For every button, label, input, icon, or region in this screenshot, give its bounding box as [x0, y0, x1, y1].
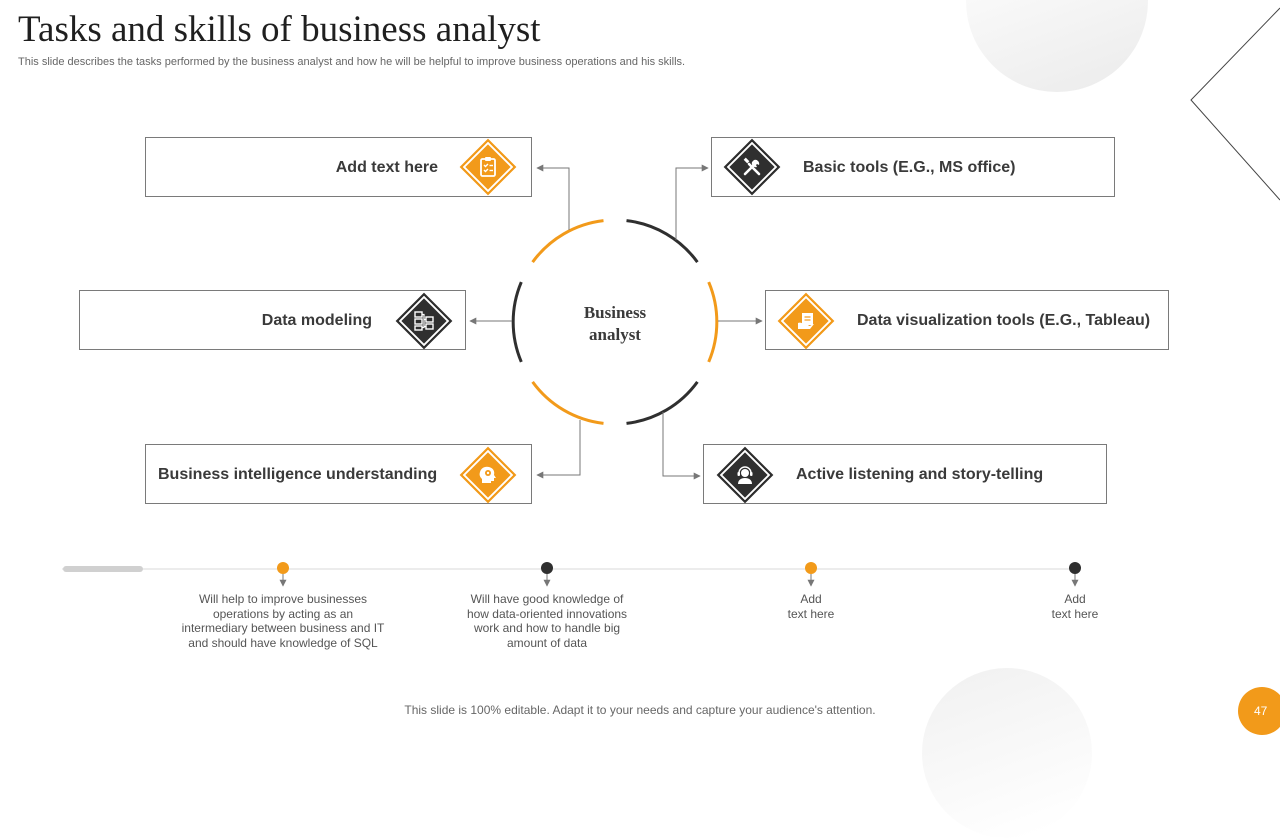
- slide-subtitle: This slide describes the tasks performed…: [18, 56, 686, 68]
- center-label-line2: analyst: [589, 325, 641, 344]
- page-number: 47: [1254, 704, 1268, 718]
- timeline-dot-3: [805, 562, 817, 574]
- tools-icon: [737, 152, 767, 182]
- page-number-badge: 47: [1238, 687, 1280, 735]
- hand-document-icon: [791, 306, 821, 336]
- center-label: Business analyst: [555, 302, 675, 346]
- slide-title: Tasks and skills of business analyst: [18, 9, 541, 50]
- box-label: Business intelligence understanding: [158, 466, 438, 483]
- timeline-dot-2: [541, 562, 553, 574]
- diagram-connectors: [62, 164, 1081, 587]
- timeline-text-2: Will have good knowledge of how data-ori…: [466, 592, 628, 650]
- box-business-intelligence[interactable]: Business intelligence understanding: [145, 444, 532, 504]
- timeline-dot-1: [277, 562, 289, 574]
- box-label: Data modeling: [261, 312, 372, 329]
- headset-person-icon: [730, 460, 760, 490]
- decorative-chevron: [1190, 7, 1280, 201]
- box-label: Basic tools (E.G., MS office): [803, 159, 1016, 176]
- box-label: Active listening and story-telling: [796, 466, 1044, 483]
- box-label: Add text here: [335, 159, 438, 176]
- box-data-visualization[interactable]: Data visualization tools (E.G., Tableau): [765, 290, 1169, 350]
- box-add-text[interactable]: Add text here: [145, 137, 532, 197]
- box-label: Data visualization tools (E.G., Tableau): [857, 312, 1151, 329]
- data-flow-icon: [409, 306, 439, 336]
- head-gear-icon: [473, 460, 503, 490]
- clipboard-checklist-icon: [473, 152, 503, 182]
- timeline-dot-4: [1069, 562, 1081, 574]
- box-basic-tools[interactable]: Basic tools (E.G., MS office): [711, 137, 1115, 197]
- box-active-listening[interactable]: Active listening and story-telling: [703, 444, 1107, 504]
- center-label-line1: Business: [583, 303, 647, 322]
- timeline-text-3: Add text here: [787, 592, 835, 621]
- slide-footer: This slide is 100% editable. Adapt it to…: [404, 703, 876, 717]
- timeline-text-4: Add text here: [1051, 592, 1099, 621]
- box-data-modeling[interactable]: Data modeling: [79, 290, 466, 350]
- timeline-text-1: Will help to improve businesses operatio…: [181, 592, 385, 650]
